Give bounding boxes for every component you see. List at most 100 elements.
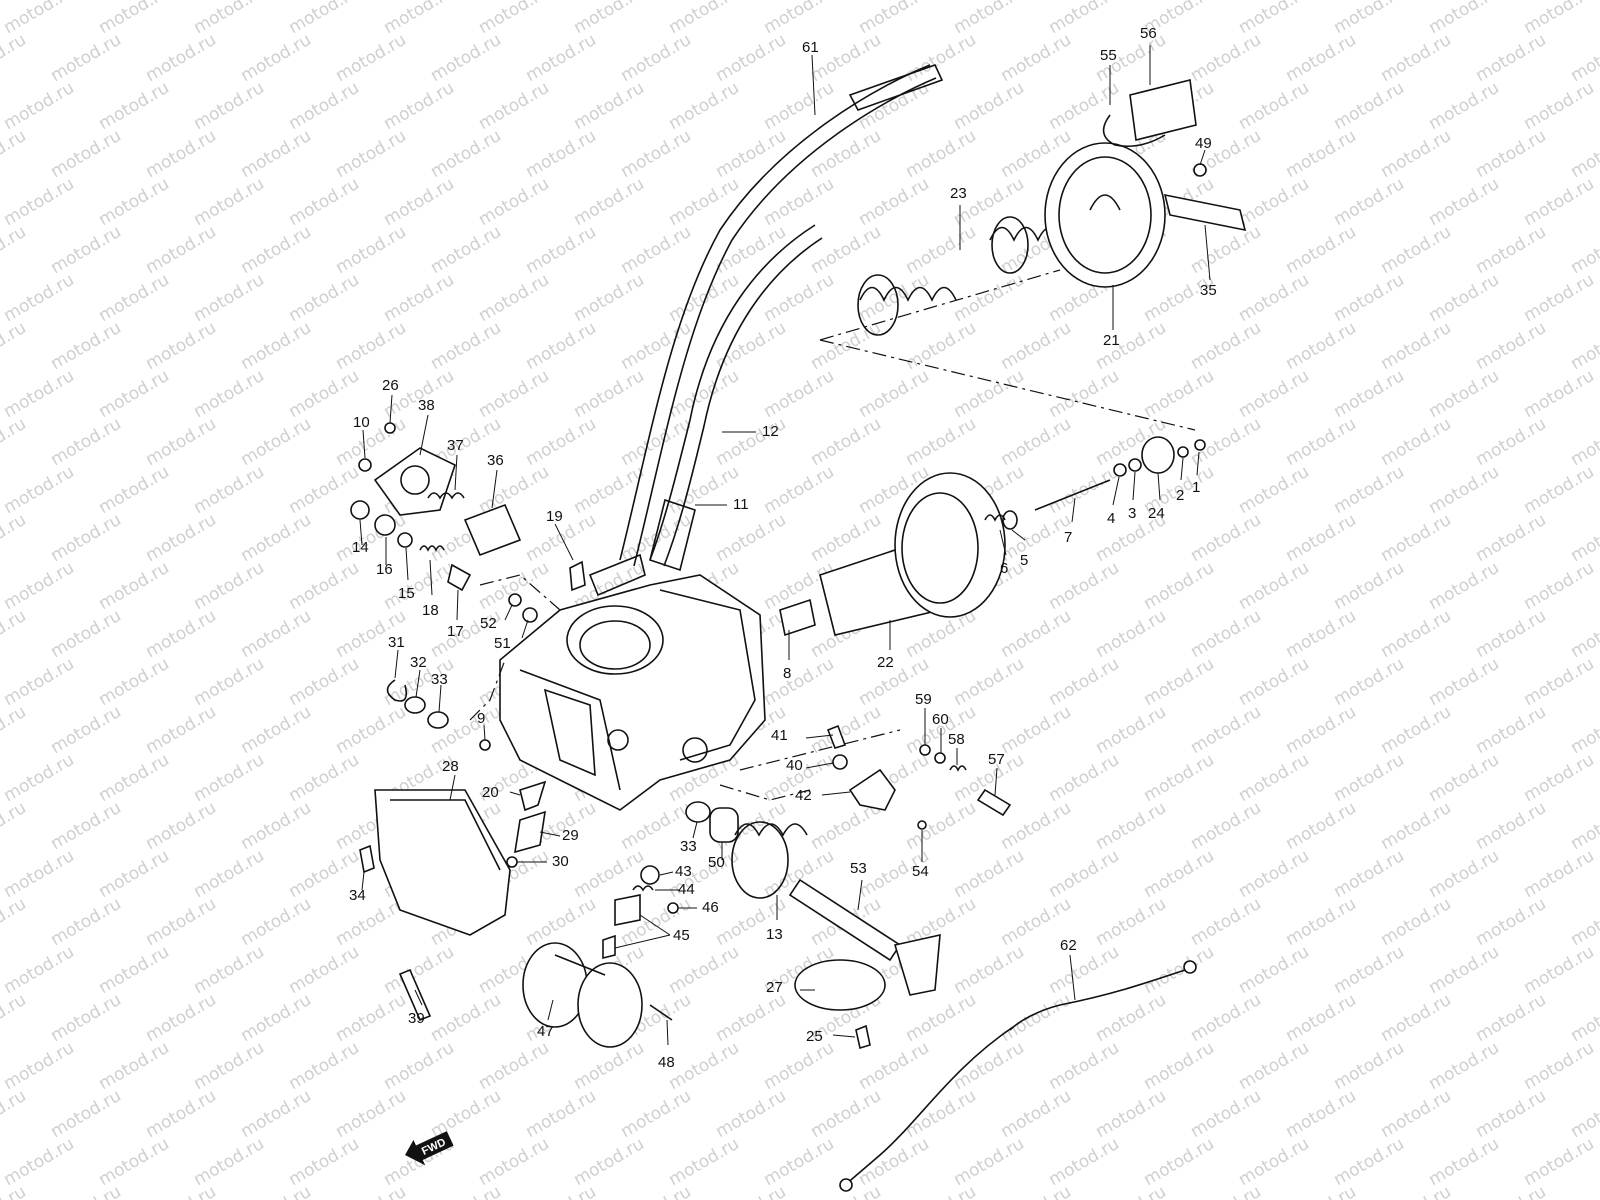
washer-5	[1002, 510, 1018, 530]
callout-22: 22	[877, 654, 894, 671]
washer-32	[404, 696, 426, 714]
screw-9	[479, 739, 491, 751]
carburetor-body	[499, 574, 766, 811]
callout-30: 30	[552, 853, 569, 870]
callout-3: 3	[1128, 505, 1136, 522]
callout-45: 45	[673, 927, 690, 944]
screw-39	[398, 968, 432, 1022]
callout-32: 32	[410, 654, 427, 671]
callout-37: 37	[447, 437, 464, 454]
piston-22	[779, 472, 1006, 637]
callout-58: 58	[948, 731, 965, 748]
cable-62	[839, 960, 1197, 1192]
callout-36: 36	[487, 452, 504, 469]
cover-21	[1044, 142, 1166, 288]
callout-16: 16	[376, 561, 393, 578]
clip-55	[1102, 114, 1166, 148]
valve-43	[640, 865, 660, 885]
ref-line-a	[819, 269, 1061, 341]
callout-49: 49	[1195, 135, 1212, 152]
cap-50	[709, 807, 739, 843]
callout-31: 31	[388, 634, 405, 651]
leader-lines	[359, 45, 1211, 1046]
callout-9: 9	[477, 710, 485, 727]
callout-10: 10	[353, 414, 370, 431]
fwd-arrow: FWD	[405, 1131, 454, 1166]
callout-61: 61	[802, 39, 819, 56]
ref-line-c	[479, 574, 561, 611]
callout-27: 27	[766, 979, 783, 996]
callout-34: 34	[349, 887, 366, 904]
callout-51: 51	[494, 635, 511, 652]
hose-fitting	[588, 553, 646, 597]
needle-7	[1034, 479, 1111, 511]
callout-43: 43	[675, 863, 692, 880]
jet-19	[569, 560, 586, 592]
callout-2: 2	[1176, 487, 1184, 504]
oring-33b	[685, 801, 711, 823]
callout-12: 12	[762, 423, 779, 440]
clip-4	[1113, 463, 1127, 477]
lever-53	[893, 933, 941, 996]
callout-60: 60	[932, 711, 949, 728]
screw-25	[855, 1024, 871, 1050]
screw-10	[358, 458, 372, 472]
callout-4: 4	[1107, 510, 1115, 527]
callout-5: 5	[1020, 552, 1028, 569]
washer-51	[522, 607, 538, 623]
ref-line-f	[739, 729, 901, 771]
callout-1: 1	[1192, 479, 1200, 496]
washer-2	[1177, 446, 1189, 458]
spring-6	[984, 514, 1006, 522]
callout-46: 46	[702, 899, 719, 916]
callout-19: 19	[546, 508, 563, 525]
callout-55: 55	[1100, 47, 1117, 64]
clip-46	[667, 902, 679, 914]
callout-11: 11	[733, 496, 749, 513]
callout-13: 13	[766, 926, 783, 943]
callout-15: 15	[398, 585, 415, 602]
float-valve-45b	[602, 934, 616, 960]
hose-61	[619, 64, 944, 567]
callout-20: 20	[482, 784, 499, 801]
callout-23: 23	[950, 185, 967, 202]
oring-33a	[427, 711, 449, 729]
hose-12	[649, 224, 823, 572]
bracket-35	[1163, 193, 1247, 232]
callout-17: 17	[447, 623, 464, 640]
callout-39: 39	[408, 1010, 425, 1027]
callout-62: 62	[1060, 937, 1077, 954]
spring-44	[632, 885, 654, 892]
pin-48	[649, 1004, 673, 1021]
callout-14: 14	[352, 539, 369, 556]
screw-26	[384, 422, 396, 434]
screw-41	[826, 724, 847, 749]
callout-35: 35	[1200, 282, 1217, 299]
screw-34	[359, 844, 375, 874]
callout-44: 44	[678, 881, 695, 898]
ring-3	[1128, 458, 1142, 472]
callout-50: 50	[708, 854, 725, 871]
lever-42	[848, 768, 896, 811]
nut-40	[832, 754, 848, 770]
spring-13-body	[731, 821, 789, 899]
callout-labels: 6156554923352126381037361211141615181719…	[349, 25, 1217, 1071]
spring-13	[734, 823, 808, 837]
callout-18: 18	[422, 602, 439, 619]
callout-53: 53	[850, 860, 867, 877]
fwd-arrow-icon	[405, 1131, 454, 1166]
callout-24: 24	[1148, 505, 1165, 522]
callout-54: 54	[912, 863, 929, 880]
callout-52: 52	[480, 615, 497, 632]
screw-1	[1194, 439, 1206, 451]
callout-6: 6	[1000, 560, 1008, 577]
valve-36	[463, 503, 522, 557]
callout-21: 21	[1103, 332, 1120, 349]
plate-24	[1141, 436, 1175, 474]
callout-47: 47	[537, 1023, 554, 1040]
callout-33b: 33	[680, 838, 697, 855]
screw-57	[976, 788, 1012, 817]
needle-jet-29	[514, 810, 546, 854]
cap-14	[350, 500, 370, 520]
